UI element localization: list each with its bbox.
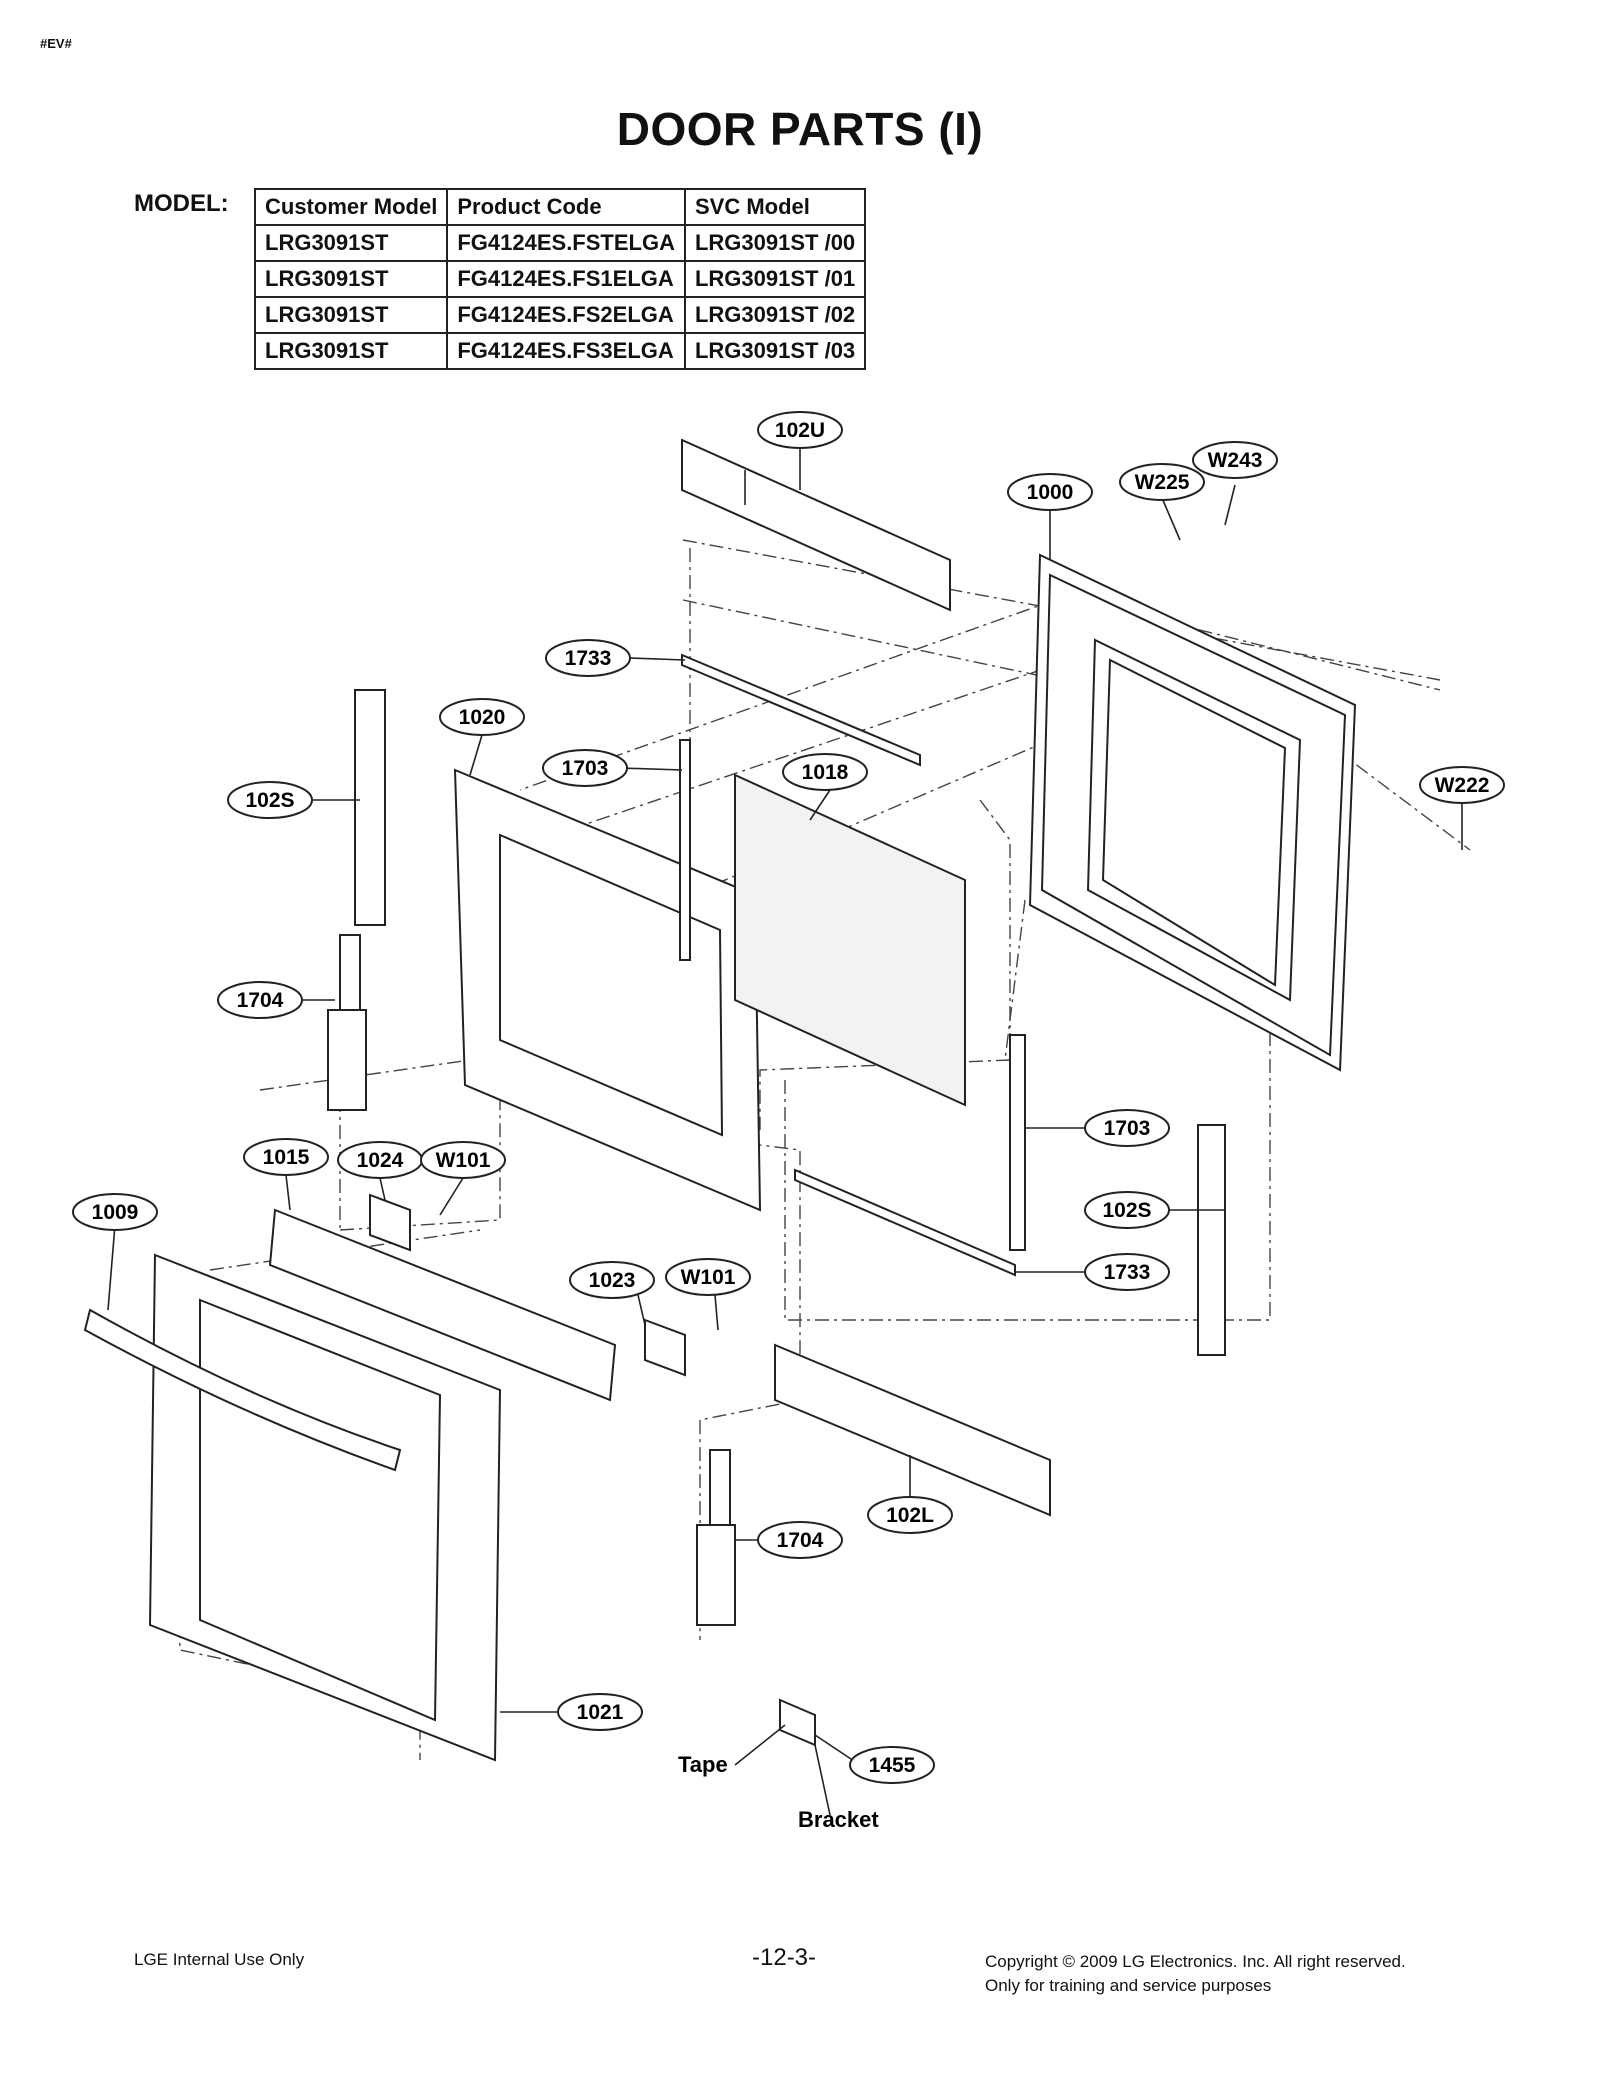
callout-1704-bottom: 1704 xyxy=(757,1521,843,1559)
table-row: LRG3091ST FG4124ES.FS1ELGA LRG3091ST /01 xyxy=(253,260,867,298)
callout-102u: 102U xyxy=(757,411,843,449)
model-label: MODEL: xyxy=(134,190,229,217)
callout-1018: 1018 xyxy=(782,753,868,791)
callout-1455: 1455 xyxy=(849,1746,935,1784)
table-row: LRG3091ST FG4124ES.FS2ELGA LRG3091ST /02 xyxy=(253,296,867,334)
bottom-trim-102l xyxy=(774,1343,1051,1517)
svg-text:1704: 1704 xyxy=(777,1529,824,1552)
table-cell: FG4124ES.FS1ELGA xyxy=(446,260,686,298)
rail-1733-top xyxy=(681,653,921,767)
svg-text:1455: 1455 xyxy=(869,1754,916,1777)
svg-text:102L: 102L xyxy=(886,1504,934,1527)
callout-w225: W225 xyxy=(1119,463,1205,501)
table-cell: LRG3091ST /00 xyxy=(683,224,867,262)
hinge-1704-bottom xyxy=(696,1449,736,1626)
header-customer-model: Customer Model xyxy=(253,188,449,226)
svg-text:102S: 102S xyxy=(245,789,294,812)
callout-1023: 1023 xyxy=(569,1261,655,1299)
callout-1021: 1021 xyxy=(557,1693,643,1731)
door-panel-1020 xyxy=(453,768,762,1212)
callout-w101-right: W101 xyxy=(665,1258,751,1296)
channel-1703-right xyxy=(1009,1034,1026,1251)
table-cell: LRG3091ST xyxy=(253,224,449,262)
header-svc-model: SVC Model xyxy=(683,188,867,226)
svg-text:102S: 102S xyxy=(1102,1199,1151,1222)
table-cell: FG4124ES.FS3ELGA xyxy=(446,332,686,370)
callout-1009: 1009 xyxy=(72,1193,158,1231)
table-cell: LRG3091ST xyxy=(253,260,449,298)
handle-1009 xyxy=(83,1308,402,1472)
svg-text:W225: W225 xyxy=(1135,471,1190,494)
svg-text:1703: 1703 xyxy=(562,757,609,780)
side-trim-102s-left xyxy=(354,689,386,926)
bracket-1023 xyxy=(644,1318,686,1377)
svg-text:W222: W222 xyxy=(1435,774,1490,797)
channel-1703-top xyxy=(679,739,691,961)
table-cell: LRG3091ST /01 xyxy=(683,260,867,298)
callout-1015: 1015 xyxy=(243,1138,329,1176)
svg-text:1021: 1021 xyxy=(577,1701,624,1724)
page-title: DOOR PARTS (I) xyxy=(616,103,984,155)
vent-1015 xyxy=(268,1208,617,1402)
footer-internal-use: LGE Internal Use Only xyxy=(134,1950,305,1969)
callout-102s-right: 102S xyxy=(1084,1191,1170,1229)
callout-1703-top: 1703 xyxy=(542,749,628,787)
callout-1024: 1024 xyxy=(337,1141,423,1179)
svg-text:W101: W101 xyxy=(436,1149,491,1172)
footer-copyright: Copyright © 2009 LG Electronics. Inc. Al… xyxy=(985,1950,1406,1998)
svg-text:1024: 1024 xyxy=(357,1149,404,1172)
callout-1020: 1020 xyxy=(439,698,525,736)
callout-1000: 1000 xyxy=(1007,473,1093,511)
callout-w101-left: W101 xyxy=(420,1141,506,1179)
copyright-line: Copyright © 2009 LG Electronics. Inc. Al… xyxy=(985,1952,1406,1971)
table-cell: LRG3091ST xyxy=(253,332,449,370)
header-product-code: Product Code xyxy=(446,188,686,226)
table-cell: FG4124ES.FSTELGA xyxy=(446,224,686,262)
svg-text:1704: 1704 xyxy=(237,989,284,1012)
svg-text:W243: W243 xyxy=(1208,449,1263,472)
svg-text:1009: 1009 xyxy=(92,1201,139,1224)
svg-text:1703: 1703 xyxy=(1104,1117,1151,1140)
side-trim-102s-right xyxy=(1197,1124,1226,1356)
callout-w222: W222 xyxy=(1419,766,1505,804)
callout-1733-bottom: 1733 xyxy=(1084,1253,1170,1291)
table-cell: LRG3091ST /02 xyxy=(683,296,867,334)
bracket-1455 xyxy=(779,1698,816,1747)
callout-w243: W243 xyxy=(1192,441,1278,479)
document-id: #EV# xyxy=(40,36,72,51)
callout-102s-left: 102S xyxy=(227,781,313,819)
svg-text:1000: 1000 xyxy=(1027,481,1074,504)
svg-text:1733: 1733 xyxy=(1104,1261,1151,1284)
svg-text:1018: 1018 xyxy=(802,761,849,784)
glass-1018 xyxy=(734,773,966,1107)
callout-102l: 102L xyxy=(867,1496,953,1534)
svg-text:1023: 1023 xyxy=(589,1269,636,1292)
callout-1733-top: 1733 xyxy=(545,639,631,677)
table-row: LRG3091ST FG4124ES.FS3ELGA LRG3091ST /03 xyxy=(253,332,867,370)
table-cell: LRG3091ST /03 xyxy=(683,332,867,370)
callout-1704-left: 1704 xyxy=(217,981,303,1019)
bracket-label: Bracket xyxy=(798,1807,879,1832)
svg-text:1733: 1733 xyxy=(565,647,612,670)
tape-label: Tape xyxy=(678,1752,728,1777)
table-cell: FG4124ES.FS2ELGA xyxy=(446,296,686,334)
training-line: Only for training and service purposes xyxy=(985,1976,1272,1995)
page-number: -12-3- xyxy=(752,1944,817,1971)
table-row: LRG3091ST FG4124ES.FSTELGA LRG3091ST /00 xyxy=(253,224,867,262)
svg-text:W101: W101 xyxy=(681,1266,736,1289)
table-header-row: Customer Model Product Code SVC Model xyxy=(253,188,867,226)
table-cell: LRG3091ST xyxy=(253,296,449,334)
svg-text:102U: 102U xyxy=(775,419,825,442)
svg-text:1020: 1020 xyxy=(459,706,506,729)
top-trim-102u xyxy=(681,438,951,612)
bracket-1024 xyxy=(369,1193,411,1252)
rail-1733-bottom xyxy=(794,1168,1016,1277)
outer-door-1021 xyxy=(83,1253,502,1762)
model-table: Customer Model Product Code SVC Model LR… xyxy=(253,188,867,370)
callout-1703-right: 1703 xyxy=(1084,1109,1170,1147)
svg-text:1015: 1015 xyxy=(263,1146,310,1169)
inner-door-frame-1000 xyxy=(1028,553,1357,1072)
hinge-1704-left xyxy=(327,934,367,1111)
